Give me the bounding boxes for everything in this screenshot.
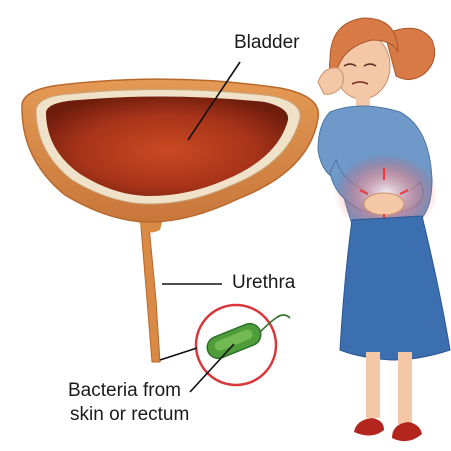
hands-on-belly (364, 193, 404, 215)
right-shoe (392, 422, 422, 441)
right-leg (398, 352, 412, 424)
urethra-label: Urethra (232, 272, 295, 294)
bacteria-to-urethra-line (160, 348, 197, 360)
left-leg (366, 352, 380, 418)
skirt (340, 216, 450, 360)
hand-on-head (318, 68, 343, 95)
bacteria-label-line2: skin or rectum (70, 404, 189, 426)
woman-figure (318, 18, 450, 441)
left-shoe (354, 418, 384, 436)
bladder-label: Bladder (234, 32, 300, 54)
bacteria-callout (160, 305, 290, 392)
bacteria-label-line1: Bacteria from (68, 380, 181, 402)
